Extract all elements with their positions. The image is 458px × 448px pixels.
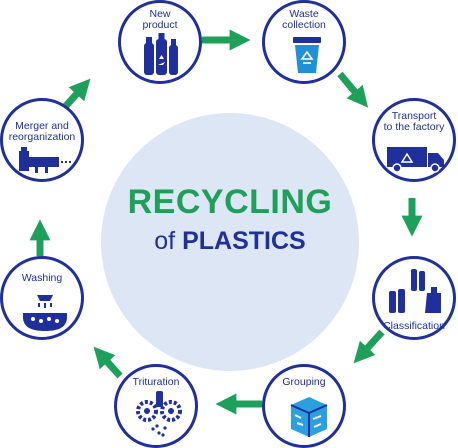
label-line: New — [149, 8, 171, 20]
label-line: Washing — [21, 272, 63, 284]
shower-bath-icon — [23, 295, 67, 331]
sorted-bottles-icon — [389, 269, 441, 313]
label-line: Waste — [289, 8, 319, 20]
arrow-trituration-to-washing — [93, 346, 123, 379]
step-merger-label: Merger and reorganization — [5, 121, 79, 143]
step-waste-collection: Waste collection — [262, 0, 346, 84]
arrow-waste-to-transport — [337, 71, 369, 108]
step-transport: Transport to the factory — [372, 98, 456, 182]
truck-icon — [387, 147, 444, 173]
label-line: Classification — [383, 320, 445, 332]
title-recycling: RECYCLING — [127, 183, 333, 221]
label-line: product — [142, 19, 178, 31]
step-merger: Merger and reorganization — [0, 98, 84, 182]
step-transport-label: Transport to the factory — [377, 111, 451, 133]
baled-plastic-icon — [290, 397, 328, 437]
step-grouping-label: Grouping — [267, 377, 341, 388]
bottles-icon — [144, 33, 178, 75]
label-line: Grouping — [282, 376, 326, 388]
step-washing: Washing — [0, 256, 84, 340]
title-of-plastics: of PLASTICS — [101, 227, 359, 256]
label-line: Merger and — [15, 120, 69, 132]
center-circle — [101, 113, 359, 371]
arrow-classification-to-grouping — [353, 329, 385, 364]
arrow-merger-to-new-product — [61, 78, 91, 111]
label-line: Transport — [391, 110, 437, 122]
step-trituration: Trituration — [114, 364, 198, 448]
extruder-machine-icon — [19, 147, 73, 173]
label-line: collection — [282, 19, 326, 31]
step-new-product-label: New product — [123, 9, 197, 31]
step-waste-collection-label: Waste collection — [267, 9, 341, 31]
shredder-gears-icon — [136, 391, 182, 437]
step-washing-label: Washing — [5, 273, 79, 284]
label-line: reorganization — [8, 131, 76, 143]
title-plastics: PLASTICS — [182, 227, 306, 255]
step-classification-label: Classification — [377, 321, 451, 332]
recycle-bin-icon — [293, 37, 321, 73]
step-trituration-label: Trituration — [119, 377, 193, 388]
step-new-product: New product — [118, 0, 202, 84]
label-line: Trituration — [132, 376, 180, 388]
step-classification: Classification — [372, 256, 456, 340]
label-line: to the factory — [383, 121, 445, 133]
title-of: of — [154, 227, 176, 255]
step-grouping: Grouping — [262, 364, 346, 448]
